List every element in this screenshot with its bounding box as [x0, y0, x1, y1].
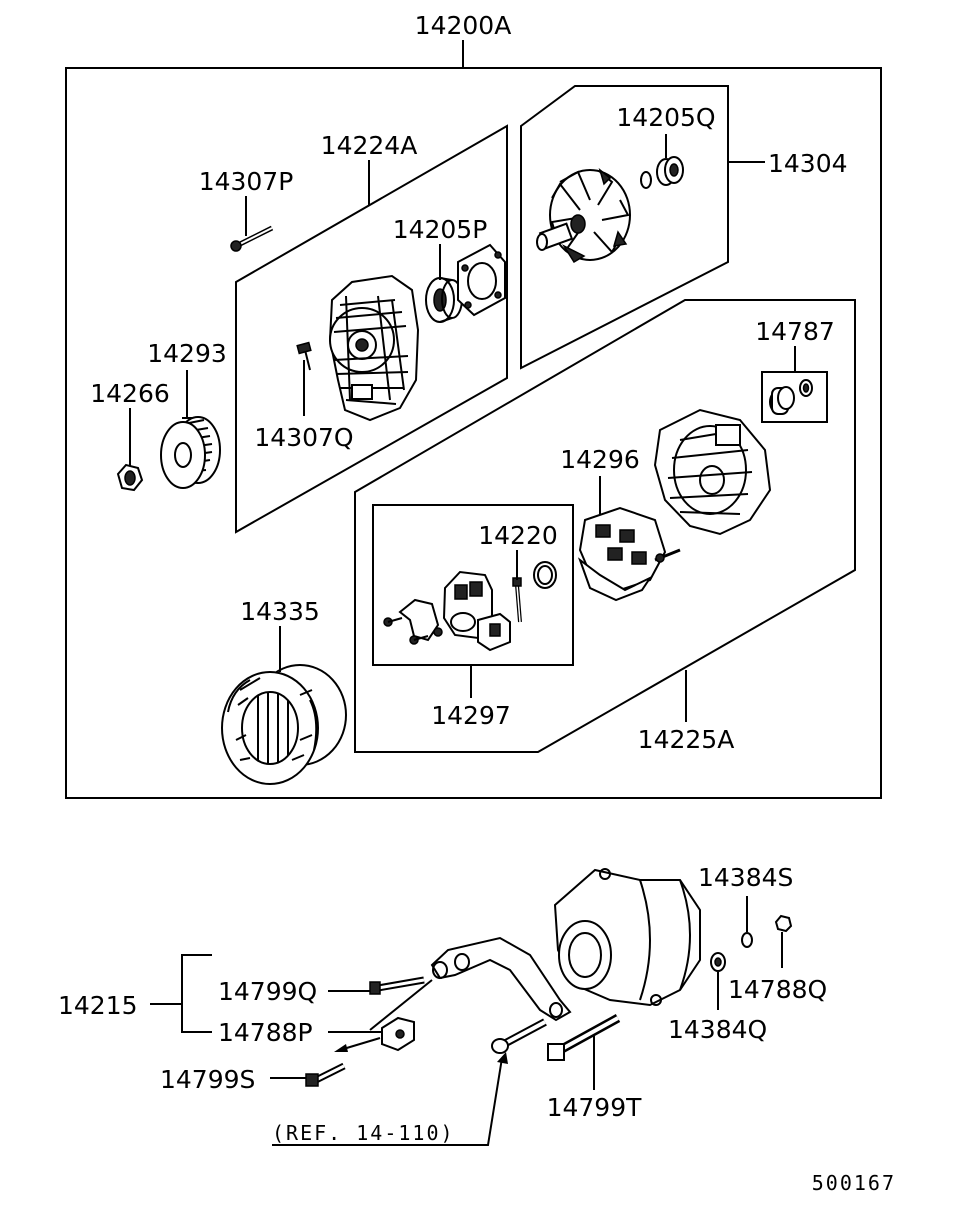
- label-pulley: 14293: [147, 339, 227, 368]
- label-washer-q: 14384Q: [668, 1015, 767, 1044]
- mounting-bracket-icon: [430, 936, 572, 1022]
- plate-p-icon: [381, 1016, 415, 1052]
- front-bracket-kit-box: [354, 299, 856, 753]
- label-stator: 14335: [240, 597, 320, 626]
- regulator-kit-box: [372, 504, 574, 666]
- label-bolt-q: 14799Q: [218, 977, 317, 1006]
- label-bearing-front: 14205P: [393, 215, 488, 244]
- bolt-t-icon: [547, 1014, 621, 1061]
- label-plate-p: 14788P: [218, 1018, 313, 1047]
- label-washer-s: 14384S: [698, 863, 793, 892]
- alternator-icon: [553, 868, 701, 1007]
- bolt-s-icon: [305, 1062, 346, 1087]
- label-ref: (REF. 14-110): [272, 1121, 455, 1145]
- label-rectifier: 14296: [560, 445, 640, 474]
- bolt-top-icon: [230, 225, 274, 252]
- bolt-q-icon: [369, 976, 425, 995]
- label-front-bracket-kit: 14225A: [638, 725, 735, 754]
- rear-bracket-icon: [328, 274, 420, 422]
- stator-icon: [221, 664, 347, 785]
- front-bracket-icon: [653, 408, 772, 536]
- label-bolt-s: 14799S: [160, 1065, 255, 1094]
- regulator-icon: [383, 561, 557, 652]
- screw-icon: [296, 341, 312, 371]
- retainer-plate-icon: [457, 243, 506, 317]
- label-nut: 14266: [90, 379, 170, 408]
- diagram-code: 500167: [812, 1171, 896, 1195]
- pulley-icon: [160, 416, 221, 489]
- label-cap-kit: 14787: [755, 317, 835, 346]
- label-assembly: 14200A: [415, 11, 512, 40]
- rear-bracket-kit-box: [235, 124, 508, 534]
- rotor-box: [520, 85, 729, 370]
- label-rotor: 14304: [768, 149, 848, 178]
- label-brush-holder: 14220: [478, 521, 558, 550]
- washer-q-icon: [710, 952, 726, 972]
- rectifier-icon: [577, 506, 681, 602]
- label-nut-q: 14788Q: [728, 975, 827, 1004]
- bearing-front-icon: [425, 277, 463, 323]
- label-rear-bracket-kit: 14224A: [321, 131, 418, 160]
- nut-q-icon: [774, 914, 793, 933]
- ref-pin-icon: [491, 1018, 547, 1054]
- bearing-rotor-icon: [640, 156, 684, 189]
- assembly-box: [65, 67, 882, 799]
- label-bolt-t: 14799T: [547, 1093, 643, 1122]
- nut-icon: [116, 463, 144, 492]
- label-bolt-top: 14307P: [199, 167, 294, 196]
- rotor-icon: [536, 167, 631, 264]
- cap-kit-icon: [769, 379, 813, 415]
- label-bracket: 14215: [58, 991, 138, 1020]
- label-screw: 14307Q: [254, 423, 353, 452]
- label-bearing-rotor: 14205Q: [616, 103, 715, 132]
- label-regulator-kit: 14297: [431, 701, 511, 730]
- washer-s-icon: [741, 932, 753, 948]
